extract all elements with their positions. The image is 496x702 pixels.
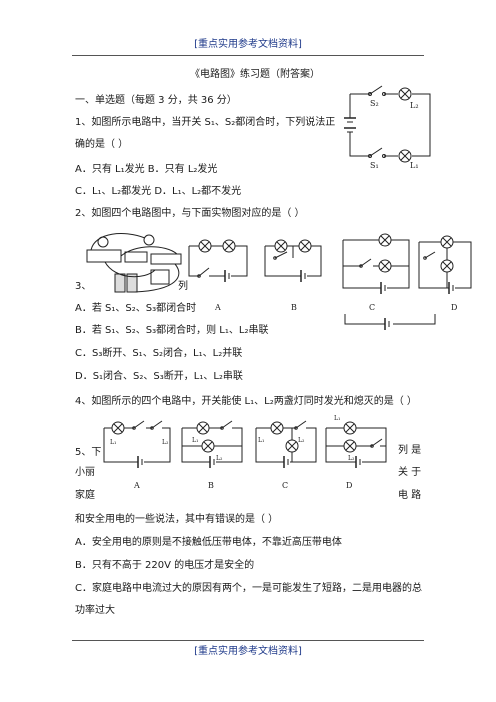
q2-label-c: C	[369, 303, 375, 312]
q4-circuit-options: L₁ L₂ A L₁ L₂ B L₁ L₂ C L₁ L₂ D	[103, 415, 387, 490]
q2-label-b: B	[291, 303, 297, 312]
q5-left-3: 家庭	[75, 490, 95, 501]
q2-label-a: A	[214, 303, 221, 312]
q1-label-l2: L₂	[410, 101, 419, 110]
q3-option-a: A．若 S₁、S₂、S₃都闭合时	[75, 303, 197, 314]
q4-a-l2: L₂	[162, 439, 169, 446]
q4-label-b: B	[208, 481, 214, 490]
q2-physical-circuit-image	[86, 233, 182, 293]
q5-stem: 和安全用电的一些说法，其中有错误的是（ ）	[75, 514, 279, 525]
q4-circuit-b: L₁ L₂ B	[181, 420, 243, 490]
q4-circuit-d: L₁ L₂ D	[325, 415, 387, 490]
q5-left-2: 小丽	[75, 467, 95, 478]
q4-stem: 4、如图所示的四个电路中，开关能使 L₁、L₂两盏灯同时发光和熄灭的是（ ）	[75, 396, 417, 407]
q4-b-l2: L₂	[216, 455, 223, 462]
header-rule	[72, 55, 424, 56]
q1-options-cd: C．L₁、L₂都发光 D．L₁、L₂都不发光	[75, 186, 242, 197]
q2-circuit-b: B	[264, 239, 322, 312]
q2-circuit-d: D	[418, 235, 472, 312]
q3-option-c: C．S₃断开、S₁、S₂闭合，L₁、L₂并联	[75, 348, 243, 359]
q5-option-b: B．只有不高于 220V 的电压才是安全的	[75, 560, 255, 571]
q5-option-a: A．安全用电的原则是不接触低压带电体，不靠近高压带电体	[75, 537, 342, 548]
section-heading: 一、单选题（每题 3 分，共 36 分）	[75, 95, 237, 106]
q4-label-d: D	[346, 481, 352, 490]
worksheet-title: 《电路图》练习题（附答案）	[190, 69, 320, 80]
q2-circuit-options: A B C D	[188, 233, 472, 330]
q4-d-l2: L₂	[348, 455, 355, 462]
q4-b-l1: L₁	[192, 437, 198, 444]
footer-rule	[72, 640, 424, 641]
q3-stem-tail: 列	[178, 281, 188, 292]
q4-circuit-a: L₁ L₂ A	[103, 420, 171, 490]
q4-c-l2: L₂	[298, 437, 305, 444]
q1-circuit-diagram: S₂ L₂ S₁ L₁	[344, 85, 431, 170]
q2-circuit-c: C	[342, 233, 410, 312]
q1-stem-line1: 1、如图所示电路中，当开关 S₁、S₂都闭合时，下列说法正	[75, 117, 336, 128]
q5-left-1: 5、下	[75, 447, 102, 458]
q5-right-1: 列 是	[398, 445, 422, 456]
q1-options-ab: A．只有 L₁发光 B．只有 L₂发光	[75, 164, 218, 175]
q3-option-d: D．S₁闭合、S₂、S₃断开，L₁、L₂串联	[75, 371, 243, 382]
q2-circuit-a: A	[188, 239, 248, 312]
page-header: [重点实用参考文档资料]	[194, 39, 302, 50]
q2-stem: 2、如图四个电路图中，与下面实物图对应的是（ ）	[75, 208, 305, 219]
page-footer: [重点实用参考文档资料]	[194, 646, 302, 657]
q5-option-c-line2: 功率过大	[75, 605, 115, 616]
q3-stem: 3、	[75, 281, 92, 292]
q1-stem-line2: 确的是（ ）	[75, 139, 129, 150]
q1-label-l1: L₁	[410, 161, 419, 170]
q1-label-s2: S₂	[370, 99, 379, 108]
q1-label-s1: S₁	[370, 161, 379, 170]
q3-option-b: B．若 S₁、S₂、S₃都闭合时，则 L₁、L₂串联	[75, 325, 269, 336]
q4-c-l1: L₁	[258, 437, 264, 444]
q4-d-l1: L₁	[334, 415, 340, 422]
q5-option-c-line1: C．家庭电路中电流过大的原因有两个，一是可能发生了短路，二是用电器的总	[75, 583, 422, 594]
q4-circuit-c: L₁ L₂ C	[255, 420, 317, 490]
q4-a-l1: L₁	[110, 439, 116, 446]
q2-label-d: D	[451, 303, 457, 312]
q5-right-3: 电 路	[398, 490, 422, 501]
q5-right-2: 关 于	[398, 467, 422, 478]
q4-label-a: A	[133, 481, 140, 490]
q4-label-c: C	[282, 481, 288, 490]
